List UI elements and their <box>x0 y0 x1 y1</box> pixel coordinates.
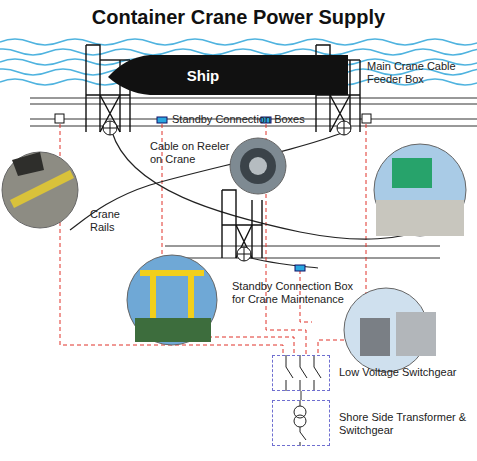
switchgear-box: Low Voltage Switchgear <box>272 355 330 391</box>
cable-reeler <box>237 247 251 261</box>
cable-reeler <box>103 121 117 135</box>
ship-shape: Ship <box>108 55 348 95</box>
callout-label: Crane Rails <box>90 208 132 234</box>
callout-label: Cable on Reeler on Crane <box>150 140 234 166</box>
crane <box>86 45 130 132</box>
diagram-title: Container Crane Power Supply <box>0 6 477 29</box>
callout-label: Standby Connection Box for Crane Mainten… <box>232 280 357 306</box>
standby-box <box>157 117 167 123</box>
ship-label: Ship <box>187 69 220 82</box>
cable-reeler <box>237 247 251 261</box>
callout-label: Main Crane Cable Feeder Box <box>367 60 467 86</box>
transformer-box: Shore Side Transformer & Switchgear <box>272 400 330 446</box>
feeder-box <box>362 114 371 123</box>
feeder-wiring <box>60 124 366 355</box>
crane-rails <box>30 98 477 258</box>
switch-symbol <box>286 355 321 391</box>
cable-reeler <box>103 121 117 135</box>
feeder-box <box>55 114 64 123</box>
photo-inset <box>2 138 466 372</box>
callout-label: Standby Connection Boxes <box>172 113 332 126</box>
standby-box <box>295 265 305 271</box>
transformer-symbol <box>294 400 306 446</box>
cable-reeler <box>337 121 351 135</box>
cable-reeler <box>337 121 351 135</box>
node-label: Shore Side Transformer & Switchgear <box>339 411 469 437</box>
node-label: Low Voltage Switchgear <box>339 366 477 379</box>
connector-line <box>301 391 302 400</box>
photo-detail <box>10 148 464 356</box>
ship-hull <box>108 55 348 95</box>
